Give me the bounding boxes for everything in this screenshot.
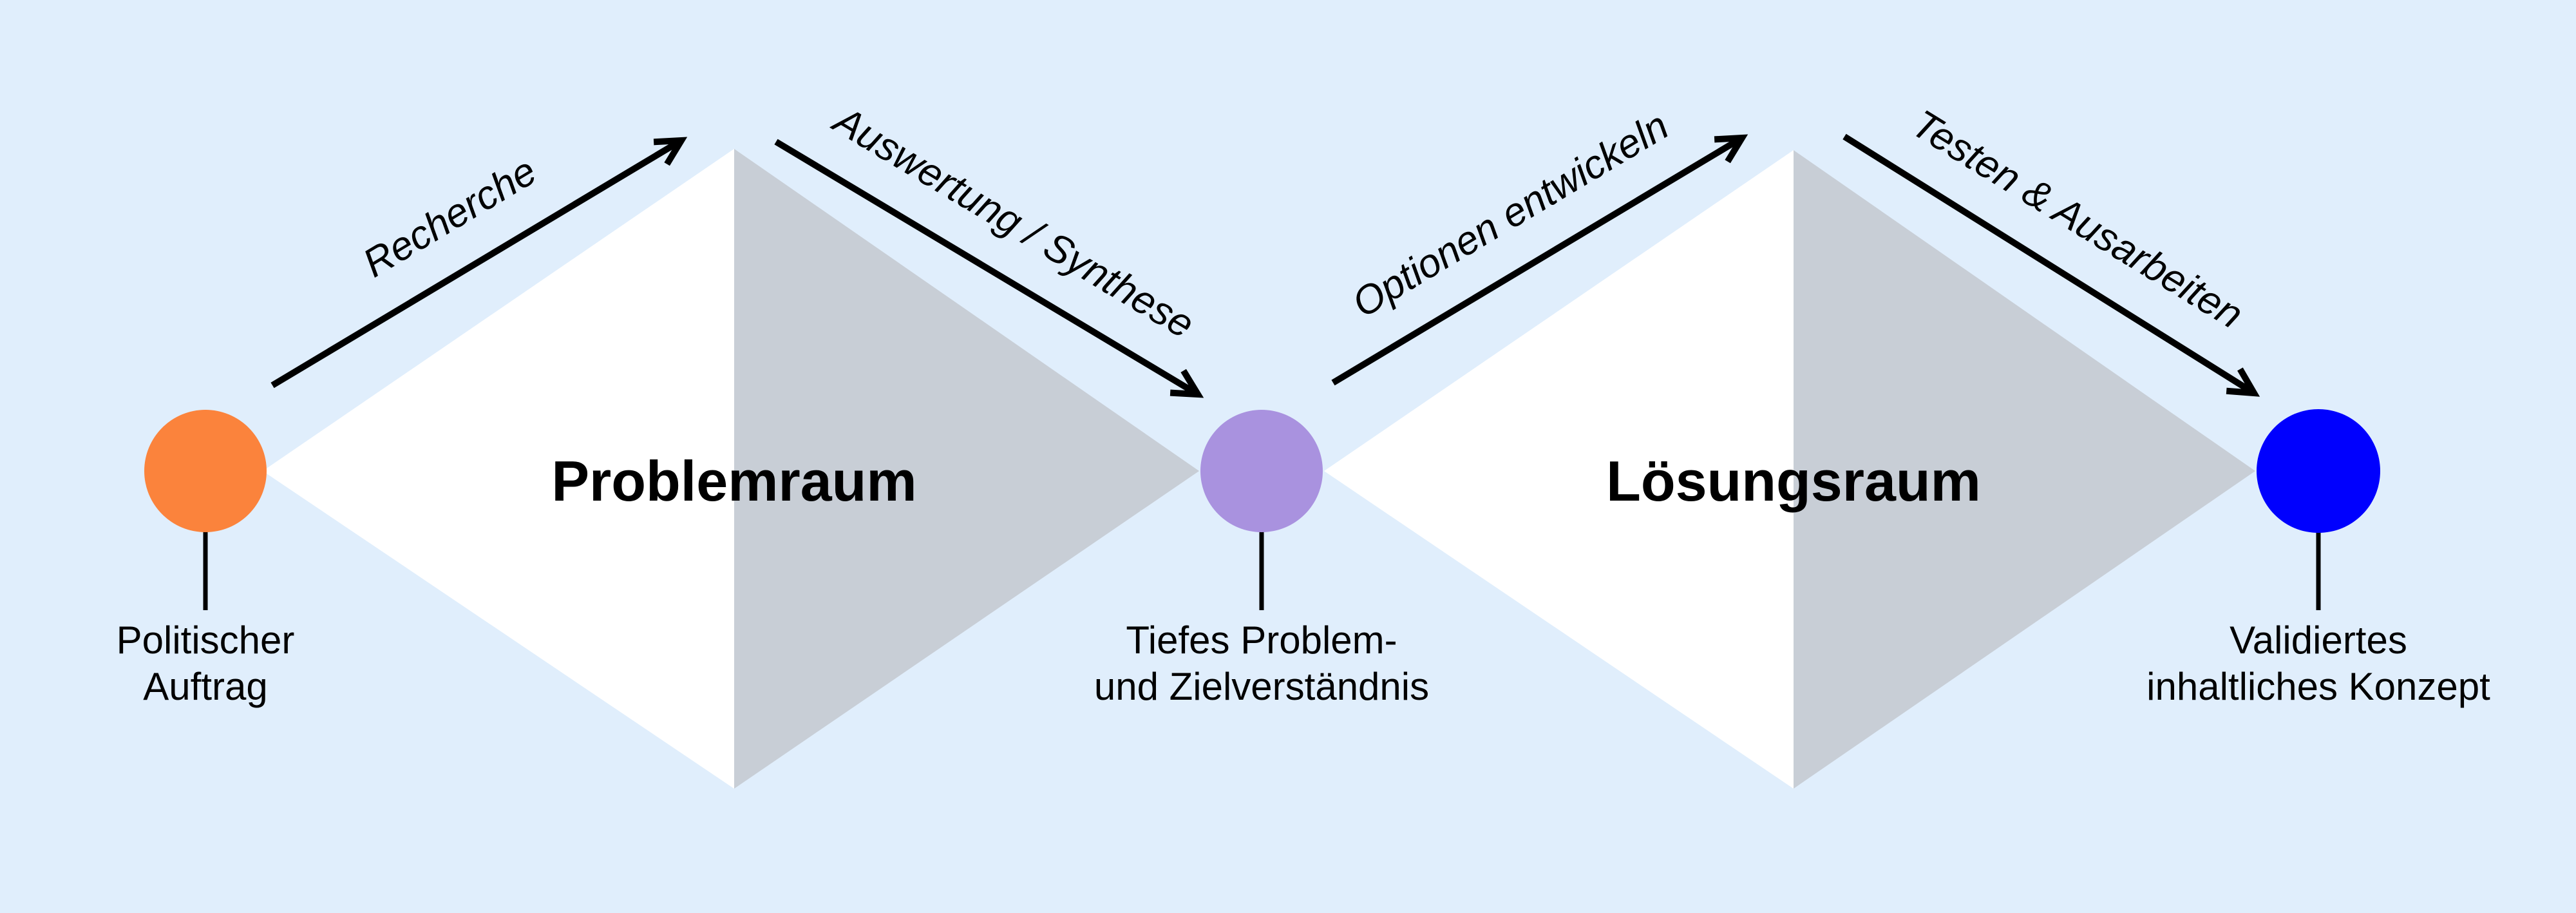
solution-convergence-triangle (1794, 150, 2255, 789)
arrow-auswertung-synthese (774, 139, 1204, 398)
milestone-label-politischer-auftrag-line1: Politischer (117, 619, 295, 662)
arrow-testen-ausarbeiten (1842, 133, 2260, 397)
problem-convergence-triangle (734, 149, 1199, 789)
milestone-label-politischer-auftrag-line2: Auftrag (143, 665, 267, 708)
milestone-label-zielverstaendnis-line2: und Zielverständnis (1094, 665, 1429, 708)
problem-divergence-triangle (263, 149, 734, 789)
milestone-dot-politischer-auftrag (144, 410, 267, 532)
problem-space-title: Problemraum (551, 449, 916, 513)
milestone-dot-konzept (2257, 409, 2380, 533)
milestone-label-konzept-line2: inhaltliches Konzept (2146, 665, 2490, 708)
arrow-recherche (270, 137, 688, 389)
solution-divergence-triangle (1324, 150, 1794, 789)
arrow-optionen-entwickeln (1331, 134, 1748, 386)
milestone-dot-zielverstaendnis (1200, 410, 1323, 532)
solution-space-title: Lösungsraum (1606, 449, 1981, 513)
milestone-label-zielverstaendnis-line1: Tiefes Problem- (1126, 619, 1397, 662)
milestone-label-konzept-line1: Validiertes (2230, 619, 2407, 662)
